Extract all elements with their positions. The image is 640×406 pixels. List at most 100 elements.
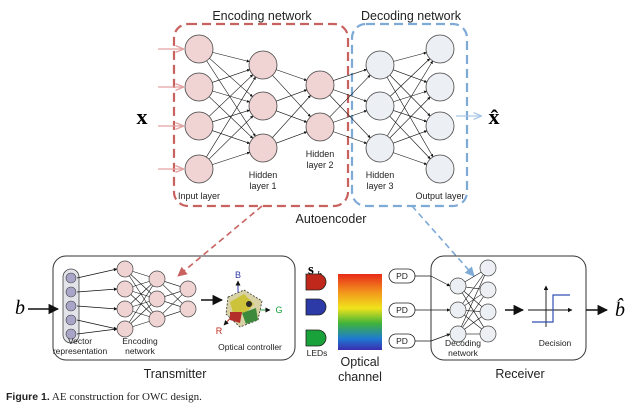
network-node [116,320,134,338]
pd-to-decoder-edge [430,275,451,287]
vector-node [65,272,77,284]
vector-to-encoder-edge [76,267,118,279]
pd-label: PD [396,305,408,315]
network-edge [276,89,308,102]
optical-controller-label: Optical controller [218,342,282,352]
network-edge [212,109,250,123]
network-edge [130,304,152,324]
network-edge [212,151,250,165]
input-layer [184,34,214,184]
led-section: s b LEDs Optical channel PD PD PD [305,262,431,384]
output-node [425,154,455,184]
encoder-dashed-box [172,22,350,208]
network-edge [132,321,150,327]
vector-node [65,328,77,340]
network-edge [132,281,150,287]
hidden3-node [365,133,395,163]
network-edge [206,60,256,137]
network-edge [208,74,254,117]
network-node [116,260,134,278]
receiver-section: Decoding network Decision b̂ Receiver [430,255,625,381]
network-node [148,270,166,288]
autoencoder-connections [206,51,434,165]
network-node [449,325,467,343]
output-node [425,111,455,141]
rx-decoder-connections [430,271,485,342]
color-space-icon [223,280,271,328]
network-edge [464,314,482,330]
network-edge [389,58,431,97]
vector-representation-label-2: representation [53,346,108,356]
network-node [116,280,134,298]
network-edge [132,271,150,277]
leds-label: LEDs [307,348,328,358]
network-node [479,281,497,299]
led-blue [305,298,327,316]
vector-to-encoder-edge [76,305,118,311]
output-node [425,72,455,102]
hidden1-node [248,133,278,163]
optical-channel-label-2: channel [338,370,382,384]
output-layer [425,34,455,184]
network-edge [386,76,434,158]
rx-decoding-network-label-2: network [448,348,479,358]
network-edge [212,130,251,144]
led-red [305,273,327,291]
hidden3-node [365,91,395,121]
figure-caption-label: Figure 1. [6,391,50,403]
vector-nodes [65,272,77,340]
network-edge [389,96,431,139]
input-node [184,72,214,102]
hidden2-node [305,112,335,142]
network-edge [389,115,431,160]
network-edge [129,285,153,323]
optical-channel-label: Optical [341,355,380,369]
network-edge [386,60,434,137]
tx-encoder-connections [76,267,183,335]
hidden1-node [248,91,278,121]
network-node [449,301,467,319]
network-node [179,300,197,318]
decoder-dashed-box [350,22,469,208]
network-edge [276,69,308,81]
hidden-layer-1-label: Hidden [249,170,278,180]
network-edge [276,131,308,144]
network-edge [333,68,368,81]
hidden-layer-1 [248,50,278,163]
encoder-to-transmitter-connector [177,205,263,277]
rx-decoder-nodes [449,259,497,343]
rx-decoding-network-label: Decoding [445,338,481,348]
network-edge [333,89,368,102]
output-layer-label: Output layer [415,191,464,201]
network-edge [389,74,431,117]
network-node [148,310,166,328]
vector-node [65,286,77,298]
network-edge [461,292,485,328]
network-node [479,303,497,321]
network-edge [462,274,484,304]
autoencoder-title: Autoencoder [296,212,367,226]
network-edge [463,291,483,307]
receiver-title: Receiver [495,367,544,381]
vector-representation-label: Vector [68,336,92,346]
network-edge [130,284,152,304]
tx-encoder-nodes [116,260,197,338]
tx-encoding-network-label: Encoding [122,336,158,346]
network-node [479,325,497,343]
network-edge [464,294,482,306]
decision-label: Decision [539,338,572,348]
network-edge [272,95,311,138]
input-layer-label: Input layer [178,191,220,201]
axis-r-label: R [216,326,223,336]
hidden1-node [248,50,278,80]
receiver-box [430,255,587,361]
network-edge [209,58,253,97]
network-edge [465,286,481,290]
led-green [305,329,327,347]
network-node [116,300,134,318]
hidden-layer-2 [305,70,335,142]
network-edge [162,294,183,314]
vector-to-encoder-edge [76,319,118,331]
network-edge [212,52,250,63]
input-x-symbol: x [137,104,148,129]
